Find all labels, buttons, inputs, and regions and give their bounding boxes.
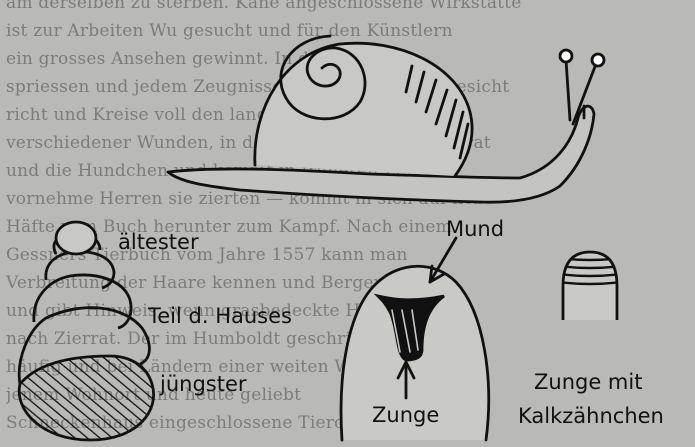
label-mund: Mund [446,217,504,241]
snail-illustration [168,36,604,202]
label-aeltester: ältester [118,230,199,254]
label-teil-hauses: Teil d. Hauses [148,304,292,328]
label-zunge-mit: Zunge mit [534,370,642,394]
label-juengster: jüngster [160,372,247,396]
label-zunge: Zunge [372,403,439,427]
tongue-with-teeth-illustration [558,252,622,320]
label-kalkzaehnchen: Kalkzähnchen [518,404,664,428]
shell-stack-illustration [19,222,153,440]
